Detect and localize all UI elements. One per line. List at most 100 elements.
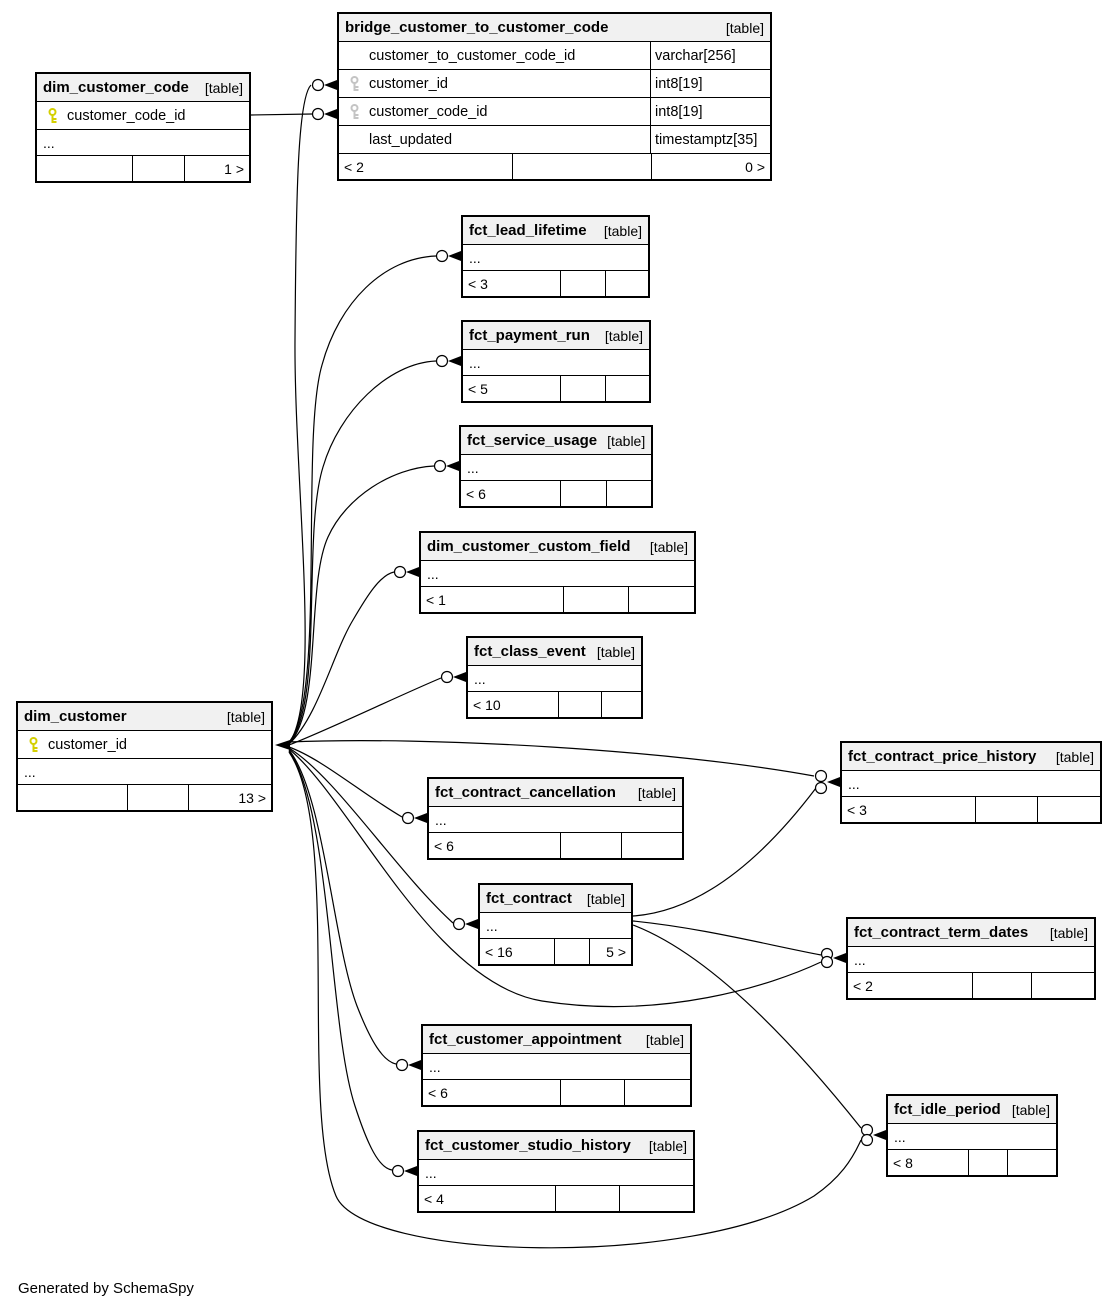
generator-credit: Generated by SchemaSpy: [18, 1280, 194, 1297]
table-fct_idle_period: fct_idle_period[table]... < 8: [886, 1094, 1058, 1177]
table-fct_service_usage: fct_service_usage [table]... < 6: [459, 425, 653, 508]
table-header: fct_idle_period[table]: [888, 1096, 1056, 1123]
footer-parent-count: < 8: [893, 1154, 913, 1171]
table-fct_customer_studio_history: fct_customer_studio_history[table]...< 4: [417, 1130, 695, 1213]
hidden-columns-ellipsis: ...: [480, 912, 631, 938]
hidden-columns-ellipsis: ...: [18, 758, 271, 784]
footer-middle-cell: [560, 1080, 625, 1105]
optional-circle-icon: [395, 1058, 409, 1072]
table-type-tag: [table]: [607, 432, 646, 449]
footer-child-count: [1038, 797, 1100, 822]
table-footer: < 8: [888, 1149, 1056, 1175]
table-title-link[interactable]: dim_customer_code: [43, 79, 189, 96]
table-footer: < 2 0 >: [339, 153, 770, 179]
table-header: fct_customer_studio_history[table]: [419, 1132, 693, 1159]
table-title-link[interactable]: fct_class_event: [474, 643, 586, 660]
table-title-link[interactable]: fct_service_usage: [467, 432, 598, 449]
edge-dim_customer.customer_id-to-fct_contract_cancellation: [288, 746, 403, 818]
child-arrowhead-icon: [453, 672, 466, 682]
footer-child-count: [606, 271, 648, 296]
table-title-link[interactable]: dim_customer_custom_field: [427, 538, 631, 555]
table-title-link[interactable]: fct_customer_studio_history: [425, 1137, 631, 1154]
optional-circle-icon: [393, 565, 407, 579]
column-name: customer_code_id: [369, 103, 488, 120]
table-fct_contract_term_dates: fct_contract_term_dates[table]...< 2: [846, 917, 1096, 1000]
table-title-link[interactable]: dim_customer: [24, 708, 127, 725]
hidden-columns-ellipsis: ...: [461, 454, 651, 480]
footer-middle-cell: [127, 785, 189, 810]
table-title-link[interactable]: fct_payment_run: [469, 327, 590, 344]
footer-parent-count: < 6: [466, 485, 486, 502]
column-name: customer_id: [48, 736, 127, 753]
table-fct_customer_appointment: fct_customer_appointment[table]...< 6: [421, 1024, 692, 1107]
table-header: fct_class_event[table]: [468, 638, 641, 665]
table-header: fct_contract_price_history[table]: [842, 743, 1100, 770]
table-type-tag: [table]: [204, 79, 243, 96]
column-type: timestamptz[35]: [650, 126, 770, 153]
table-header: fct_payment_run[table]: [463, 322, 649, 349]
table-header: fct_contract[table]: [480, 885, 631, 912]
hidden-columns-ellipsis: ...: [421, 560, 694, 586]
optional-circle-icon: [452, 917, 466, 931]
child-arrowhead-icon: [324, 109, 337, 119]
optional-circle-icon: [433, 459, 447, 473]
edge-dim_customer.customer_id-to-dim_customer_custom_field: [288, 571, 395, 745]
table-title-link[interactable]: fct_contract_term_dates: [854, 924, 1029, 941]
foreign-key-icon: [348, 104, 361, 125]
column-type: int8[19]: [650, 70, 770, 97]
table-header: fct_contract_term_dates[table]: [848, 919, 1094, 946]
edge-dim_customer.customer_id-to-fct_contract: [288, 747, 454, 924]
footer-parent-count: < 10: [473, 696, 501, 713]
table-header: fct_service_usage [table]: [461, 427, 651, 454]
optional-circle-icon: [391, 1164, 405, 1178]
table-header: fct_lead_lifetime[table]: [463, 217, 648, 244]
hidden-columns-ellipsis: ...: [848, 946, 1094, 972]
footer-middle-cell: [558, 692, 602, 717]
table-header: dim_customer_code [table]: [37, 74, 249, 101]
footer-middle-cell: [560, 271, 606, 296]
footer-parent-count: < 6: [428, 1084, 448, 1101]
edge-dim_customer.customer_id-to-bridge_customer_to_customer_code.customer_id: [288, 84, 312, 744]
table-dim_customer: dim_customer[table]customer_id...13 >: [16, 701, 273, 812]
footer-child-count: [606, 376, 649, 401]
table-title-link[interactable]: fct_idle_period: [894, 1101, 1001, 1118]
footer-middle-cell: [975, 797, 1038, 822]
table-title-link[interactable]: fct_contract: [486, 890, 572, 907]
footer-child-count: 5 >: [606, 943, 626, 960]
optional-circle-icon: [435, 354, 449, 368]
child-arrowhead-icon: [414, 813, 427, 823]
hidden-columns-ellipsis: ...: [888, 1123, 1056, 1149]
column-type: varchar[256]: [650, 42, 770, 69]
table-title-link[interactable]: fct_contract_cancellation: [435, 784, 616, 801]
footer-parent-count: < 3: [847, 801, 867, 818]
footer-parent-count: < 2: [344, 158, 364, 175]
edge-dim_customer.customer_id-to-fct_customer_studio_history: [288, 750, 393, 1171]
table-title-link[interactable]: fct_lead_lifetime: [469, 222, 587, 239]
table-title-link[interactable]: bridge_customer_to_customer_code: [345, 19, 609, 36]
table-dim_customer_code: dim_customer_code [table] customer_code_id…: [35, 72, 251, 183]
column-name: customer_id: [369, 75, 448, 92]
child-arrowhead-icon: [408, 1060, 421, 1070]
table-footer: < 4: [419, 1185, 693, 1211]
table-footer: 1 >: [37, 155, 249, 181]
edge-dim_customer.customer_id-to-fct_payment_run: [288, 360, 437, 744]
table-fct_contract_price_history: fct_contract_price_history[table]...< 3: [840, 741, 1102, 824]
child-arrowhead-icon: [448, 251, 461, 261]
footer-child-count: 0 >: [745, 158, 765, 175]
footer-middle-cell: [512, 154, 652, 179]
footer-parent-count: [37, 156, 132, 181]
primary-key-icon: [27, 737, 40, 758]
edge-fct_contract-to-fct_idle_period: [632, 924, 862, 1129]
child-arrowhead-icon: [465, 919, 478, 929]
table-header: dim_customer_custom_field[table]: [421, 533, 694, 560]
table-footer: < 5: [463, 375, 649, 401]
optional-circle-icon: [401, 811, 415, 825]
column-row: customer_code_id: [37, 101, 249, 129]
table-title-link[interactable]: fct_contract_price_history: [848, 748, 1037, 765]
table-title-link[interactable]: fct_customer_appointment: [429, 1031, 622, 1048]
footer-child-count: [1008, 1150, 1056, 1175]
parent-arrowhead-icon: [275, 740, 290, 750]
table-header: bridge_customer_to_customer_code[table]: [339, 14, 770, 41]
table-footer: < 2: [848, 972, 1094, 998]
